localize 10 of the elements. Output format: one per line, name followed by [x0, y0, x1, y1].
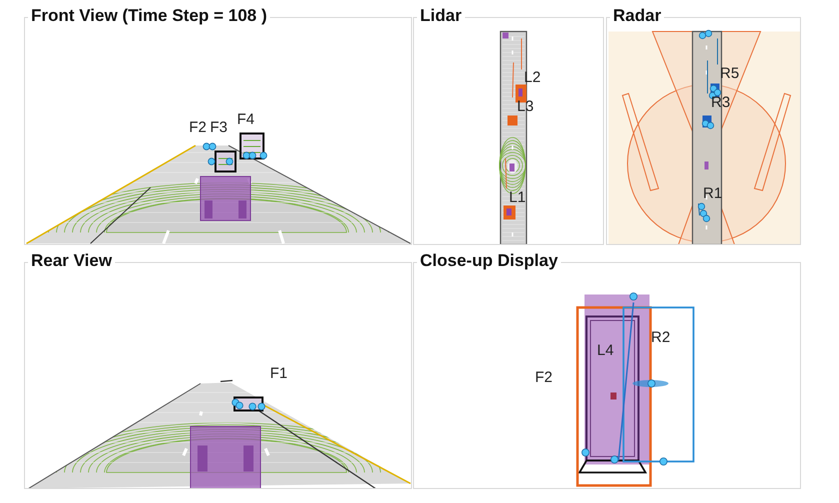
track-label: F2: [535, 370, 553, 385]
track-label: F2: [189, 120, 207, 135]
panel-title: Front View (Time Step = 108 ): [28, 6, 270, 26]
track-label: L4: [597, 343, 614, 358]
track-label: L1: [509, 190, 526, 205]
track-label: F4: [237, 112, 255, 127]
track-label: F3: [210, 120, 228, 135]
track-label: R2: [651, 330, 670, 345]
panel-title: Close-up Display: [417, 251, 561, 271]
track-label: F1: [270, 366, 288, 381]
